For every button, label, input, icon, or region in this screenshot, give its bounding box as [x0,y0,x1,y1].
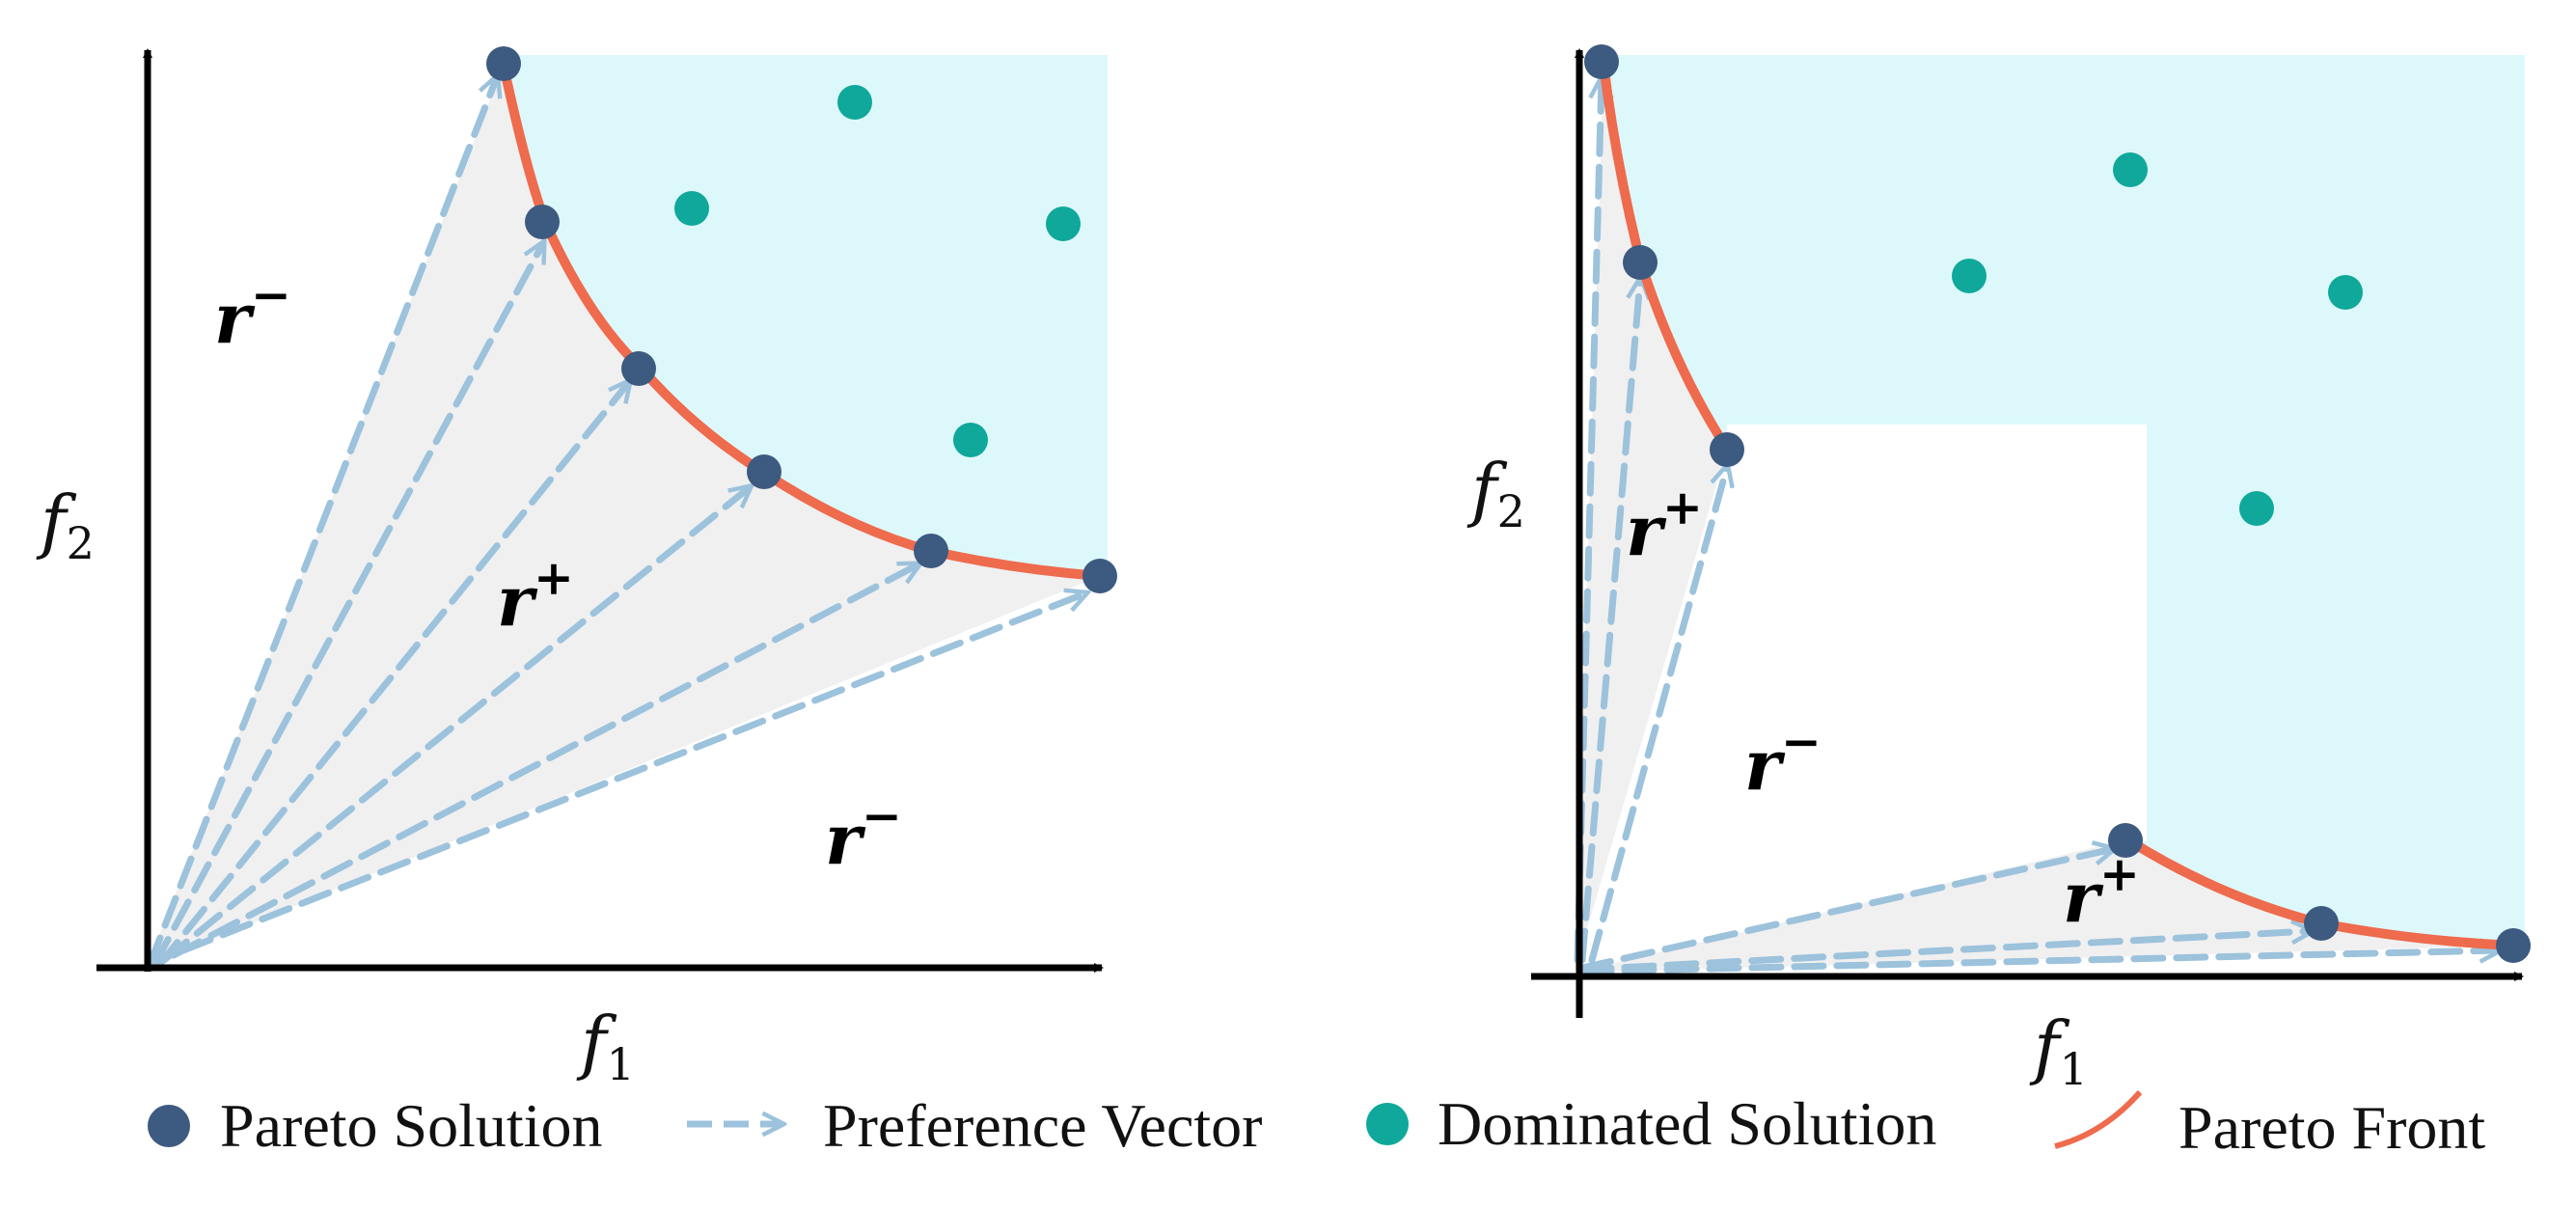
right-pareto-point [2496,928,2531,963]
right-preference-region-upper [1575,64,1727,973]
right-pareto-point [1584,44,1619,79]
right-y-axis-label: f2 [1466,449,1525,537]
right-dominated-region [1603,55,2525,946]
left-pref-vector-1 [146,77,497,969]
legend-item-pareto-solution: Pareto Solution [148,1091,602,1160]
legend-item-dominated-solution: Dominated Solution [1366,1089,1936,1158]
legend-pareto-solution-icon [148,1105,190,1147]
right-region-label-neg: r− [1744,713,1822,806]
left-pareto-point [914,534,948,568]
left-pareto-point [621,351,656,386]
left-pareto-point [486,46,521,81]
left-pareto-point [1082,559,1117,593]
right-panel: f2 f1 r+ r− r+ [1466,44,2531,1095]
left-region-label-pos: r+ [497,549,574,642]
left-dominated-solutions [674,85,1081,457]
right-pareto-solutions [1584,44,2531,963]
left-pref-vector-6 [179,593,1085,954]
legend-item-preference-vector: Preference Vector [687,1091,1262,1160]
left-region-label-neg-bottom: r− [825,787,902,880]
left-region-label-neg-top: r− [214,266,291,359]
right-x-axis-label: f1 [2029,1006,2088,1095]
right-preference-vectors [1574,79,2499,975]
legend-dominated-solution-icon [1366,1103,1409,1145]
right-pref-vector-2 [1578,280,1640,964]
right-dominated-solutions [1952,152,2363,526]
left-dominated-point [837,85,872,120]
right-pref-vector-6 [1578,950,2499,975]
legend-pareto-solution-label: Pareto Solution [220,1091,602,1160]
right-pareto-point [2304,906,2339,941]
left-pref-vector-5 [170,564,918,959]
right-dominated-point [2239,491,2274,526]
left-preference-region [147,66,1100,967]
left-pref-vector-4 [160,487,750,964]
left-dominated-point [953,423,988,457]
left-preference-vectors [146,77,1085,969]
right-pareto-point [1710,432,1744,467]
right-pref-vector-5 [1578,931,2311,974]
left-panel: f2 f1 r− r+ r− [36,46,1117,1090]
legend-pareto-front-icon [2054,1090,2143,1149]
left-pref-vector-3 [155,382,629,969]
right-region-label-pos-bottom: r+ [2063,845,2140,938]
left-dominated-point [674,191,709,226]
right-dominated-point [1952,259,1987,293]
left-pareto-point [525,205,560,239]
right-pref-vector-3 [1588,467,1727,964]
legend: Pareto Solution Preference Vector Domina… [148,1089,2485,1162]
left-pref-vector-2 [151,243,543,969]
left-x-axis-label: f1 [576,1002,635,1090]
left-pareto-point [747,454,781,489]
left-pareto-solutions [486,46,1117,593]
legend-pareto-front-label: Pareto Front [2179,1093,2485,1162]
right-pareto-point [2108,823,2143,858]
legend-dominated-solution-label: Dominated Solution [1438,1089,1936,1158]
left-dominated-point [1046,206,1081,241]
right-dominated-point [2328,275,2363,310]
legend-item-pareto-front: Pareto Front [2054,1090,2485,1162]
right-pref-vector-4 [1578,849,2113,972]
right-preference-region-lower [1575,839,2513,973]
legend-preference-vector-label: Preference Vector [823,1091,1262,1160]
right-region-label-pos-top: r+ [1626,479,1703,571]
right-dominated-point [2113,152,2148,187]
left-y-axis-label: f2 [36,480,95,569]
right-pareto-point [1623,245,1658,280]
